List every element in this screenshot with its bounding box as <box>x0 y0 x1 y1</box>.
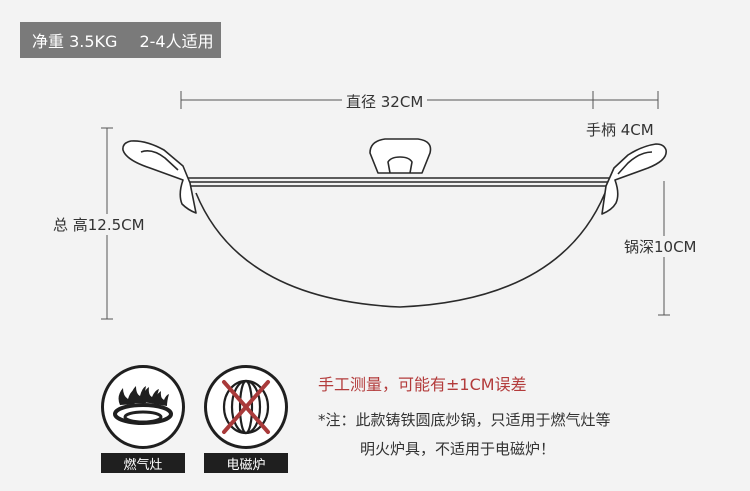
induction-coil-crossed-icon <box>204 365 288 449</box>
gas-stove-label: 燃气灶 <box>101 453 185 473</box>
wok-diagram <box>101 91 670 320</box>
net-weight: 净重 3.5KG <box>32 32 118 51</box>
diameter-label: 直径 32CM <box>342 91 428 112</box>
usage-note-line1: *注：此款铸铁圆底炒锅，只适用于燃气灶等 <box>318 411 611 429</box>
induction-label: 电磁炉 <box>204 453 288 473</box>
serving-size: 2-4人适用 <box>139 32 214 51</box>
wok-body <box>195 192 606 308</box>
depth-label: 锅深10CM <box>620 236 701 257</box>
usage-note-line2: 明火炉具，不适用于电磁炉！ <box>360 440 556 458</box>
measurement-warning: 手工测量，可能有±1CM误差 <box>318 375 527 394</box>
induction-badge: 电磁炉 <box>204 365 290 475</box>
gas-stove-badge: 燃气灶 <box>101 365 187 475</box>
handle-label: 手柄 4CM <box>582 119 658 140</box>
lid-knob <box>369 138 432 174</box>
right-handle <box>601 143 667 215</box>
left-handle <box>122 140 197 214</box>
total-height-label: 总 高12.5CM <box>49 214 149 235</box>
wok-outline <box>122 138 667 308</box>
gas-flame-icon <box>101 365 185 449</box>
spec-banner: 净重 3.5KG 2-4人适用 <box>20 22 221 58</box>
